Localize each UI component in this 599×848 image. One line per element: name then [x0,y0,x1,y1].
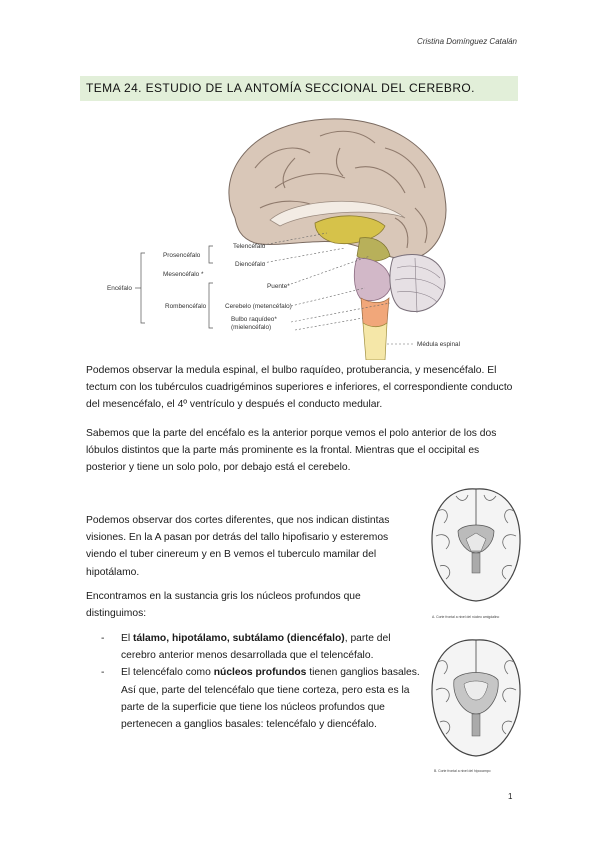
pons-region [353,257,392,302]
corpus-callosum [269,200,406,227]
label-bulbo-line1: Bulbo raquídeo* [231,316,277,323]
nuclei-list: - El tálamo, hipotálamo, subtálamo (dien… [101,630,421,733]
spinal-cord [362,322,388,360]
caption-b: B. Corte frontal a nivel del hipocampo [434,769,491,773]
page-title: TEMA 24. ESTUDIO DE LA ANTOMÍA SECCIONAL… [80,76,518,101]
bullet-dash: - [101,667,105,679]
list-item: - El telencéfalo como núcleos profundos … [101,664,421,733]
coronal-section-a-figure: A. Corte frontal a nivel del núcleo amig… [431,488,521,619]
label-mesencefalo: Mesencéfalo * [163,271,204,278]
coronal-section-b-figure: B. Corte frontal a nivel del hipocampo [431,639,521,773]
caption-a: A. Corte frontal a nivel del núcleo amig… [432,615,499,619]
label-prosencefalo: Prosencéfalo [163,252,201,259]
label-telencefalo: Telencéfalo [233,243,266,250]
paragraph-2: Sabemos que la parte del encéfalo es la … [86,428,497,474]
brain-sagittal-figure: Encéfalo Prosencéfalo Mesencéfalo * Romb… [107,118,460,360]
medulla-region [360,297,390,328]
author-name: Cristina Domínguez Catalán [416,37,517,46]
page-number: 1 [508,792,513,801]
paragraph-1: Podemos observar la medula espinal, el b… [86,365,513,411]
label-puente: Puente* [267,283,290,290]
label-diencefalo: Diencéfalo [235,261,266,268]
paragraph-4: Encontramos en la sustancia gris los núc… [86,591,361,620]
paragraph-3: Podemos observar dos cortes diferentes, … [86,515,390,578]
label-cerebelo: Cerebelo (metencéfalo) [225,303,292,310]
bullet-dash: - [101,633,105,644]
label-rombencefalo: Rombencéfalo [165,303,207,310]
label-bulbo-line2: (mielencéfalo) [231,324,271,331]
label-medula: Médula espinal [417,341,460,348]
cerebellum-region [389,253,446,313]
label-encefalo: Encéfalo [107,285,132,292]
list-item: - El tálamo, hipotálamo, subtálamo (dien… [101,630,421,664]
